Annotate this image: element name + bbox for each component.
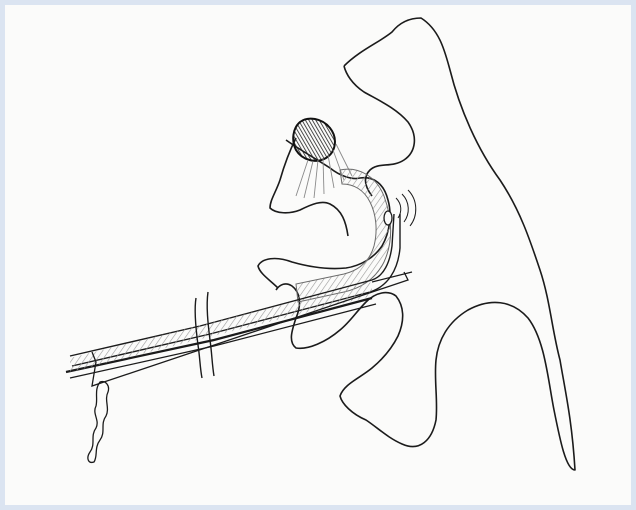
sketch-illustration xyxy=(5,5,631,505)
endoscope-tip-lens xyxy=(384,211,392,225)
paper-background xyxy=(5,5,631,505)
